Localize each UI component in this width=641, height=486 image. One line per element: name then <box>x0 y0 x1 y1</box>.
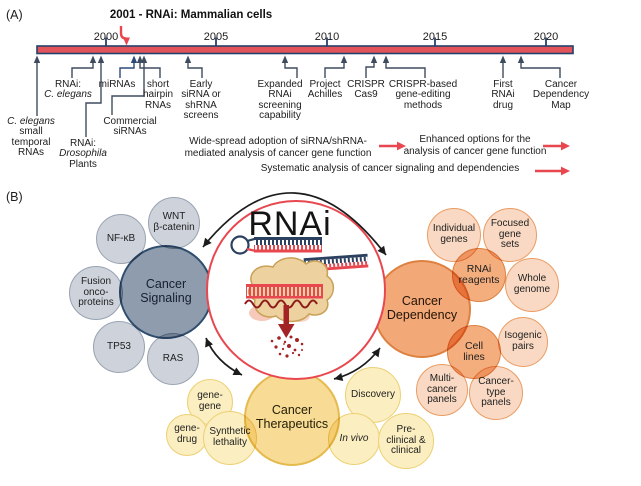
year-2020: 2020 <box>533 31 559 43</box>
year-2015: 2015 <box>422 31 448 43</box>
year-2000: 2000 <box>93 31 119 43</box>
bubble-rnai-reagents: RNAi reagents <box>452 248 506 302</box>
event-rnai-celegans: RNAi:C. elegans <box>44 79 92 101</box>
bubble-cancer-signaling: Cancer Signaling <box>119 245 213 339</box>
bubble-gene-drug: gene- drug <box>166 414 208 456</box>
event-first-rnai-drug: First RNAi drug <box>491 79 515 111</box>
bubble-isogenic-pairs: Isogenic pairs <box>498 317 548 367</box>
bubble-whole-genome: Whole genome <box>505 258 559 312</box>
event-commercial-sirnas: Commercial siRNAs <box>103 116 157 138</box>
flow-text-systematic: Systematic analysis of cancer signaling … <box>260 163 520 174</box>
mirna-arrowhead <box>130 55 138 63</box>
event-crispr-editing: CRISPR-based gene-editing methods <box>388 79 458 111</box>
up-arrowheads <box>33 55 525 63</box>
panel-a-label: (A) <box>6 8 23 22</box>
event-expanded-screening: Expanded RNAi screening capability <box>257 79 303 122</box>
rnai-title: RNAi <box>248 205 332 243</box>
event-mirnas: miRNAs <box>98 79 136 90</box>
year-2005: 2005 <box>203 31 229 43</box>
year-2010: 2010 <box>314 31 340 43</box>
bubble-wnt-bcatenin: WNT β-catenin <box>148 197 200 249</box>
event-cancer-dependency-map: Cancer Dependency Map <box>532 79 590 111</box>
bubble-cancer-type-panels: Cancer- type panels <box>469 366 523 420</box>
panel-b-label: (B) <box>6 190 23 204</box>
bubble-cell-lines: Cell lines <box>447 325 501 379</box>
timeline-bar <box>36 45 574 55</box>
event-project-achilles: Project Achilles <box>307 79 343 101</box>
event-crispr-cas9: CRISPR Cas9 <box>347 79 385 101</box>
event-early-screens: Early siRNA or shRNA screens <box>181 79 221 122</box>
bubble-focused-gene-sets: Focused gene sets <box>483 208 537 262</box>
bubble-ras: RAS <box>147 333 199 385</box>
bubble-tp53: TP53 <box>93 321 145 373</box>
timeline-title: 2001 - RNAi: Mammalian cells <box>109 9 273 21</box>
bubble-preclinical-clinical: Pre- clinical & clinical <box>378 413 434 469</box>
bubble-cancer-therapeutics: Cancer Therapeutics <box>244 370 340 466</box>
bubble-fusion-oncoproteins: Fusion onco- proteins <box>69 266 123 320</box>
mirna-connector <box>119 63 135 78</box>
flow-text-widespread: Wide-spread adoption of siRNA/shRNA-medi… <box>184 136 372 159</box>
event-shrnas: short hairpin RNAs <box>142 79 174 111</box>
